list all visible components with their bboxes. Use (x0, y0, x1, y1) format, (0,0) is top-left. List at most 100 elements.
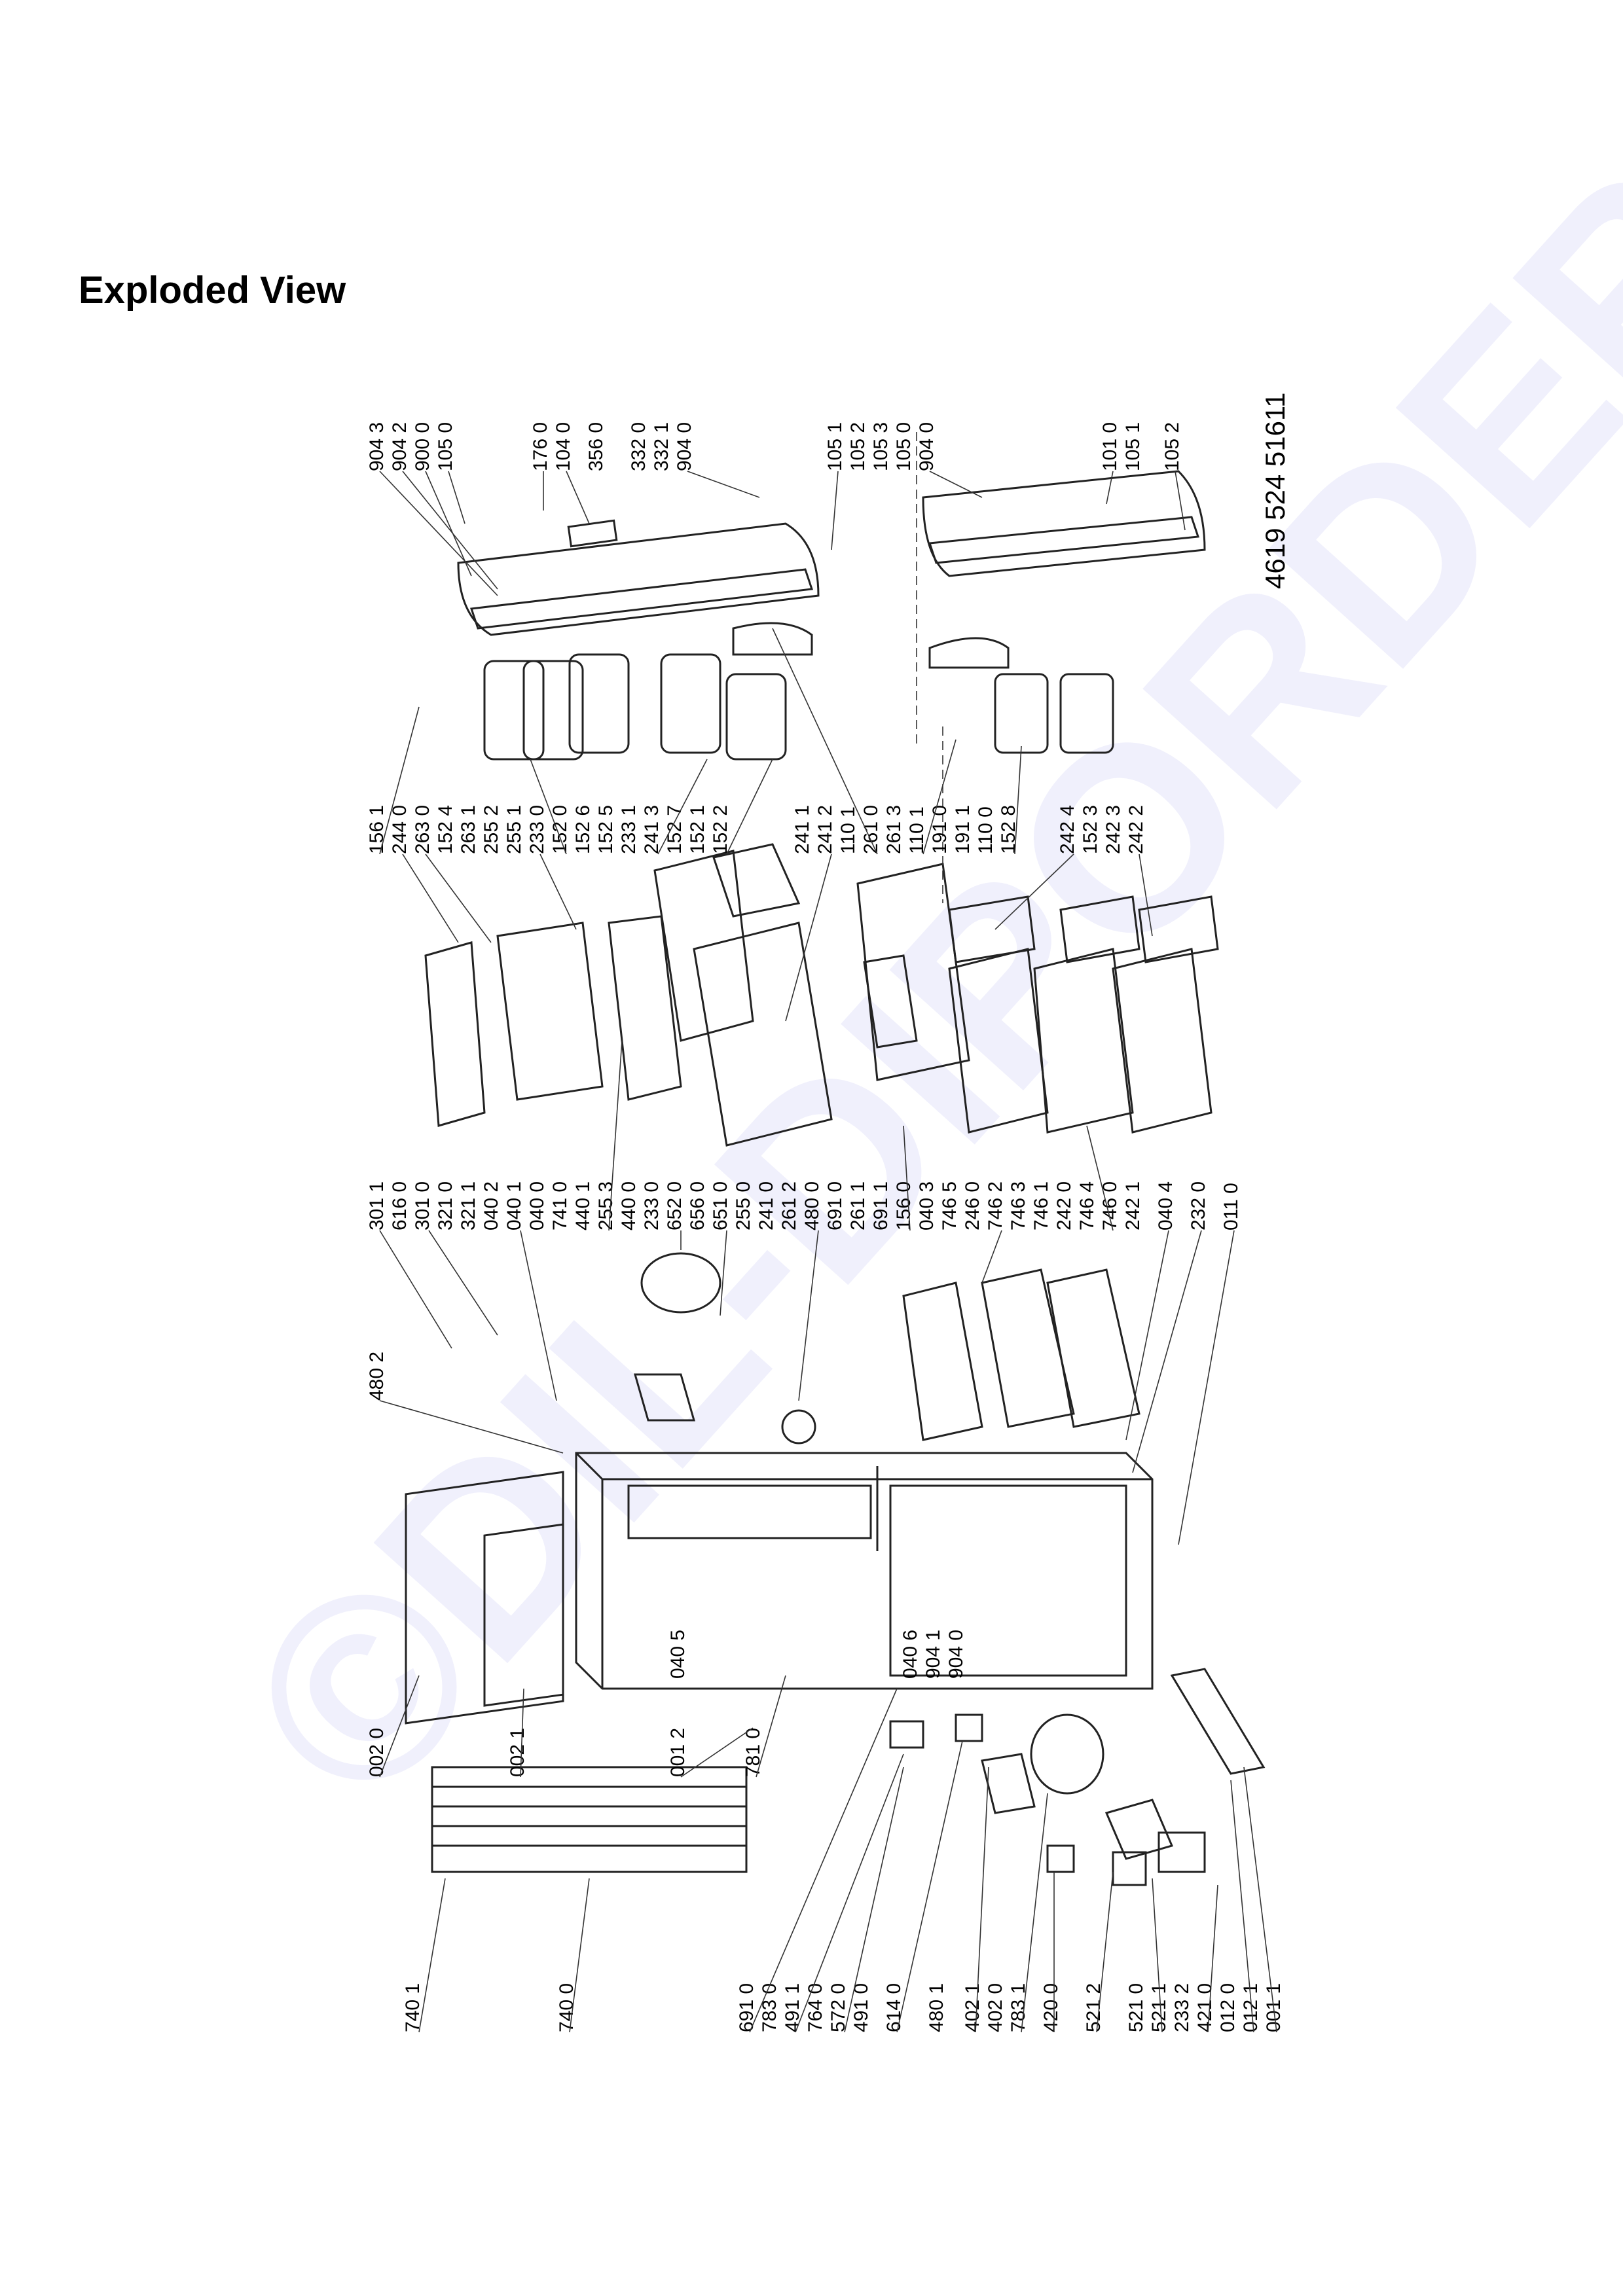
label: 614 0 (883, 1983, 905, 2032)
label: 904 3 (366, 422, 388, 471)
label: 321 0 (435, 1181, 456, 1230)
kick-plate (1170, 1668, 1266, 1775)
label: 572 0 (828, 1983, 849, 2032)
label: 746 2 (985, 1181, 1006, 1230)
label: 233 0 (526, 805, 548, 854)
label: 746 5 (939, 1181, 960, 1230)
label: 781 0 (742, 1728, 764, 1777)
label: 233 1 (618, 805, 640, 854)
cabinet-body (575, 1452, 1154, 1690)
label: 904 0 (945, 1630, 967, 1679)
label: 242 2 (1125, 805, 1147, 854)
label: 241 1 (792, 805, 813, 854)
label: 263 1 (458, 805, 479, 854)
upper-door (457, 519, 820, 636)
label: 740 0 (556, 1983, 577, 2032)
label: 002 1 (507, 1728, 528, 1777)
label: 242 4 (1057, 805, 1078, 854)
label: 156 0 (893, 1181, 915, 1230)
leader-lines (379, 471, 1277, 2033)
label: 156 1 (366, 805, 388, 854)
label: 040 3 (916, 1181, 938, 1230)
label: 301 0 (412, 1181, 433, 1230)
label: 321 1 (458, 1181, 479, 1230)
label: 263 0 (412, 805, 433, 854)
label: 741 0 (549, 1181, 571, 1230)
label: 746 4 (1076, 1181, 1098, 1230)
freezer-grids (902, 1268, 1140, 1441)
label: 420 0 (1040, 1983, 1062, 2032)
label: 011 0 (1220, 1183, 1242, 1230)
label: 152 4 (435, 805, 456, 854)
label: 152 2 (710, 805, 731, 854)
label: 176 0 (530, 422, 551, 471)
label: 421 0 (1194, 1983, 1216, 2032)
label: 040 5 (667, 1630, 689, 1679)
label: 904 0 (916, 422, 938, 471)
label: 242 3 (1103, 805, 1124, 854)
label: 104 0 (553, 422, 574, 471)
label: 105 2 (847, 422, 869, 471)
label: 616 0 (389, 1181, 410, 1230)
label: 261 1 (847, 1181, 869, 1230)
labels-center: 301 1 616 0 301 0 321 0 321 1 040 2 040 … (366, 1181, 1242, 1230)
label: 480 2 (366, 1352, 388, 1401)
label: 651 0 (710, 1181, 731, 1230)
label: 152 3 (1080, 805, 1101, 854)
label: 904 0 (674, 422, 695, 471)
label: 241 0 (756, 1181, 777, 1230)
labels-upper-mid: 156 1 244 0 263 0 152 4 263 1 255 2 255 … (366, 805, 1147, 854)
label: 191 1 (952, 805, 974, 854)
label: 040 1 (503, 1181, 525, 1230)
label: 904 2 (389, 422, 410, 471)
label: 040 2 (481, 1181, 502, 1230)
fan-assembly (634, 1252, 816, 1444)
shelves-and-drawers (424, 843, 1219, 1147)
label: 152 6 (572, 805, 594, 854)
label: 002 0 (366, 1728, 388, 1777)
label: 402 1 (962, 1983, 983, 2032)
label: 691 0 (824, 1181, 846, 1230)
label: 301 1 (366, 1181, 388, 1230)
label: 232 0 (1188, 1181, 1209, 1230)
compressor-assembly (889, 1713, 1206, 1886)
label: 152 5 (595, 805, 617, 854)
label: 246 0 (962, 1181, 983, 1230)
document-number: 4619 524 51611 (1260, 392, 1290, 589)
label: 001 2 (667, 1728, 689, 1777)
label: 233 2 (1171, 1983, 1193, 2032)
label: 105 0 (893, 422, 915, 471)
label: 440 1 (572, 1181, 594, 1230)
back-panels (405, 1471, 564, 1725)
label: 233 0 (641, 1181, 663, 1230)
label: 480 1 (926, 1983, 947, 2032)
label: 904 1 (922, 1630, 944, 1679)
label: 101 0 (1099, 422, 1121, 471)
label: 105 0 (435, 422, 456, 471)
label: 746 3 (1008, 1181, 1029, 1230)
label: 242 1 (1122, 1181, 1144, 1230)
label: 261 2 (778, 1181, 800, 1230)
label: 261 3 (883, 805, 905, 854)
labels-left: 480 2 002 0 002 1 040 5 001 2 781 0 040 … (366, 1352, 967, 1777)
label: 332 1 (651, 422, 672, 471)
label: 012 1 (1240, 1983, 1262, 2032)
label: 261 0 (860, 805, 882, 854)
label: 105 1 (1122, 422, 1144, 471)
label: 110 1 (837, 806, 859, 854)
label: 491 1 (782, 1983, 803, 2032)
label: 040 0 (526, 1181, 548, 1230)
label: 255 1 (503, 805, 525, 854)
label: 152 1 (687, 805, 708, 854)
label: 110 1 (906, 806, 928, 854)
label: 191 0 (929, 805, 951, 854)
label: 242 0 (1053, 1181, 1075, 1230)
label: 255 3 (595, 1181, 617, 1230)
page-title: Exploded View (79, 269, 346, 312)
label: 255 2 (481, 805, 502, 854)
label: 480 0 (801, 1181, 823, 1230)
label: 440 0 (618, 1181, 640, 1230)
label: 244 0 (389, 805, 410, 854)
label: 105 1 (824, 422, 846, 471)
